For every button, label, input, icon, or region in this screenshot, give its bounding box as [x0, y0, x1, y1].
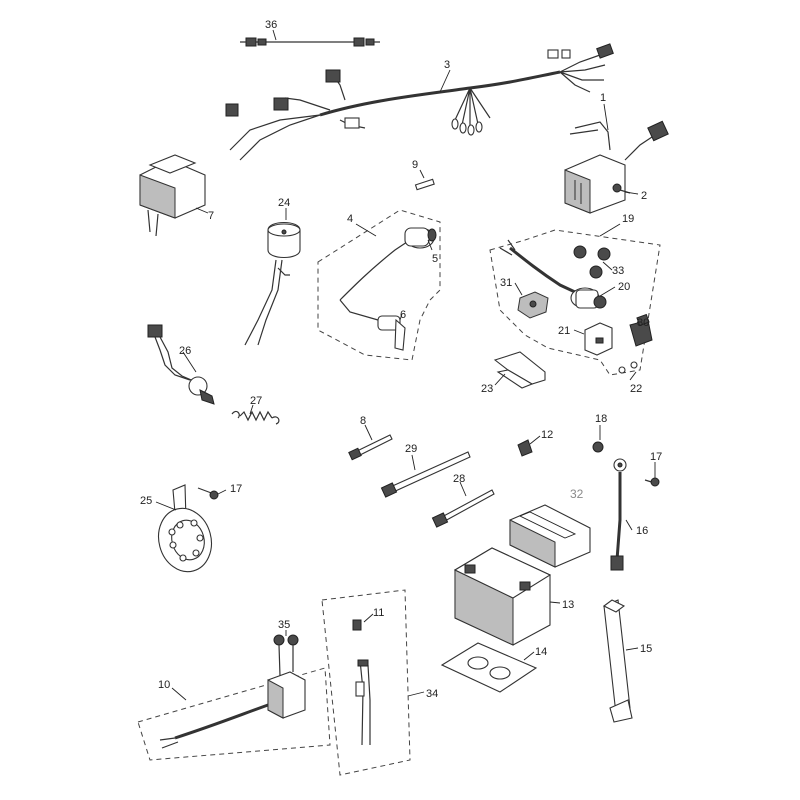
- callout-29: 29: [405, 443, 417, 455]
- part-switch-sensor: [147, 324, 215, 405]
- part-jumper-wire: [240, 37, 380, 47]
- part-battery-pad: [440, 642, 538, 693]
- callout-6: 6: [400, 309, 406, 321]
- group-ignition-coil: [317, 209, 441, 361]
- callout-7: 7: [208, 210, 214, 222]
- callout-23: 23: [481, 383, 493, 395]
- callout-35: 35: [278, 619, 290, 631]
- callout-12: 12: [541, 429, 553, 441]
- callout-28: 28: [453, 473, 465, 485]
- callout-33: 33: [612, 265, 624, 277]
- callout-34: 34: [426, 688, 438, 700]
- part-relay: [139, 154, 206, 237]
- horn-holes: [168, 519, 204, 562]
- part-cable-tie-28: [431, 489, 495, 528]
- part-battery: [453, 547, 552, 646]
- leader-lines: [155, 29, 656, 701]
- callout-10: 10: [158, 679, 170, 691]
- part-spring: [231, 410, 280, 425]
- callout-8: 8: [360, 415, 366, 427]
- group-ignition-switch: [489, 229, 661, 376]
- callout-24: 24: [278, 197, 290, 209]
- callout-17-upper: 17: [650, 451, 662, 463]
- part-battery-strap: [602, 599, 633, 723]
- callout-30: 30: [637, 317, 649, 329]
- callout-9: 9: [412, 159, 418, 171]
- callout-4: 4: [347, 213, 353, 225]
- callout-16: 16: [636, 525, 648, 537]
- callout-18: 18: [595, 413, 607, 425]
- part-cable-tie-8: [348, 434, 393, 461]
- part-battery-cable: [610, 458, 660, 571]
- callout-26: 26: [179, 345, 191, 357]
- part-nut: [592, 441, 604, 453]
- callout-21: 21: [558, 325, 570, 337]
- callout-27: 27: [250, 395, 262, 407]
- callout-15: 15: [640, 643, 652, 655]
- callout-32: 32: [570, 487, 584, 501]
- callout-3: 3: [444, 59, 450, 71]
- part-regulator: [564, 120, 669, 214]
- callout-17-lower: 17: [230, 483, 242, 495]
- callout-2: 2: [641, 190, 647, 202]
- callout-13: 13: [562, 599, 574, 611]
- part-clip: [517, 439, 533, 457]
- part-cable-tie-29: [380, 451, 471, 498]
- callout-25: 25: [140, 495, 152, 507]
- callout-31: 31: [500, 277, 512, 289]
- callout-1: 1: [600, 92, 606, 104]
- callout-11: 11: [373, 607, 384, 619]
- group-starter-relay: [137, 634, 331, 761]
- callout-36: 36: [265, 19, 277, 31]
- callout-20: 20: [618, 281, 630, 293]
- callout-22: 22: [630, 383, 642, 395]
- callout-19: 19: [622, 213, 634, 225]
- group-fuse-holder: [321, 589, 411, 776]
- callout-labels: 36 3 1 2 7 9 24 4 5 6 19 33 20 31 30 21 …: [140, 19, 662, 700]
- part-horn: [158, 484, 219, 573]
- part-sensor: [244, 221, 301, 346]
- part-bracket: [493, 351, 546, 389]
- callout-14: 14: [535, 646, 547, 658]
- part-battery-cover: [509, 504, 591, 568]
- callout-5: 5: [432, 253, 438, 265]
- part-main-wire-harness: [225, 43, 614, 161]
- bolt-icon: [612, 183, 631, 194]
- part-screw: [414, 178, 435, 191]
